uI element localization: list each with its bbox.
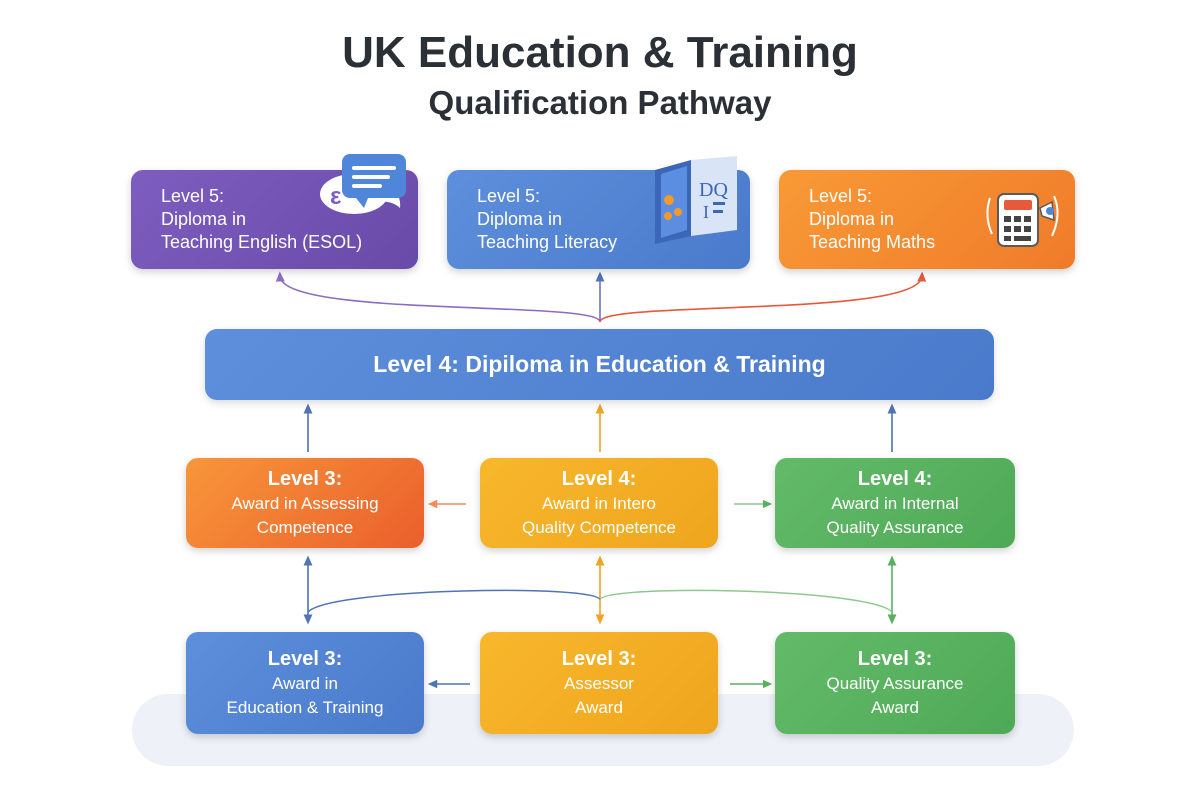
level5-literacy-line3: Teaching Literacy: [477, 232, 618, 252]
calculator-icon: [980, 186, 1064, 252]
education-training-line1: Award in: [272, 673, 338, 693]
level4-diploma-banner: Level 4: Dipiloma in Education & Trainin…: [205, 329, 994, 400]
intero-quality-line1: Award in Intero: [541, 493, 657, 513]
internal-qa-line2: Quality Assurance: [826, 517, 964, 537]
education-training-level: Level 3:: [267, 647, 343, 670]
svg-text:DQ: DQ: [699, 179, 728, 201]
curve-assessor-to-education: [307, 589, 601, 613]
level5-esol-line2: Diploma in: [161, 209, 247, 229]
level5-esol-level: Level 5:: [161, 186, 225, 206]
internal-qa-box: Level 4: Award in Internal Quality Assur…: [775, 458, 1015, 548]
vertical-connectors-to-banner: [303, 403, 897, 452]
cross-curves: [307, 589, 893, 613]
diagram-title: UK Education & Training: [342, 28, 858, 77]
assessing-competence-line2: Competence: [256, 517, 354, 537]
book-icon: DQ I: [651, 156, 743, 244]
level5-literacy-line2: Diploma in: [477, 209, 563, 229]
arrow-to-maths: [599, 271, 927, 323]
assessor-award-box: Level 3: Assessor Award: [480, 632, 718, 734]
svg-text:I: I: [703, 202, 709, 222]
quality-assurance-award-box: Level 3: Quality Assurance Award: [775, 632, 1015, 734]
level5-literacy-level: Level 5:: [477, 186, 541, 206]
internal-qa-line1: Award in Internal: [831, 493, 959, 513]
double-connectors-bottom-middle: [303, 555, 897, 625]
assessing-competence-line1: Award in Assessing: [231, 493, 379, 513]
intero-quality-level: Level 4:: [561, 467, 637, 490]
quality-assurance-line1: Quality Assurance: [826, 673, 964, 693]
level5-maths-line2: Diploma in: [809, 209, 895, 229]
svg-text:ε: ε: [330, 183, 341, 210]
assessing-competence-level: Level 3:: [267, 467, 343, 490]
branch-connectors-to-level5: [275, 271, 927, 323]
assessor-award-line2: Award: [575, 697, 623, 717]
speech-bubble-icon: ε: [312, 152, 416, 218]
assessor-award-level: Level 3:: [561, 647, 637, 670]
level5-esol-line3: Teaching English (ESOL): [161, 232, 363, 252]
intero-quality-line2: Quality Competence: [521, 517, 677, 537]
education-training-award-box: Level 3: Award in Education & Training: [186, 632, 424, 734]
arrow-to-esol: [275, 271, 601, 323]
assessing-competence-box: Level 3: Award in Assessing Competence: [186, 458, 424, 548]
internal-qa-level: Level 4:: [857, 467, 933, 490]
education-training-line2: Education & Training: [226, 697, 384, 717]
diagram-subtitle: Qualification Pathway: [428, 84, 772, 121]
level5-maths-line3: Teaching Maths: [809, 232, 936, 252]
quality-assurance-line2: Award: [871, 697, 919, 717]
curve-assessor-to-qa: [599, 589, 893, 613]
quality-assurance-level: Level 3:: [857, 647, 933, 670]
intero-quality-box: Level 4: Award in Intero Quality Compete…: [480, 458, 718, 548]
level5-maths-level: Level 5:: [809, 186, 873, 206]
assessor-award-line1: Assessor: [564, 673, 634, 693]
